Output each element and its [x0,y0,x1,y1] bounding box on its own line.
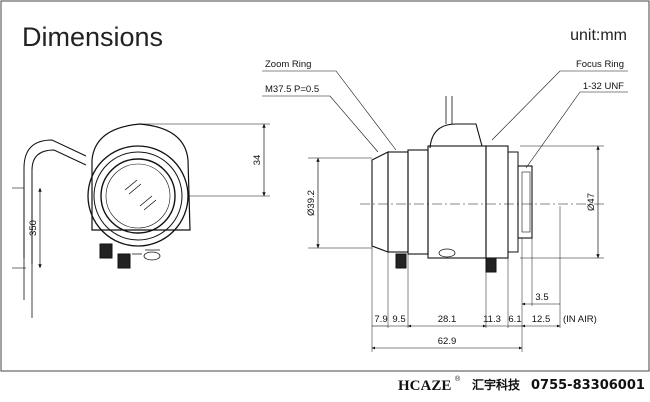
front-height-dimension: 34 [140,123,270,197]
seg-6-1-label: 6.1 [508,314,521,325]
seg-3-5-label: 3.5 [535,292,548,303]
front-height-label: 34 [252,155,263,166]
cable-dimension: 350 [12,187,42,269]
side-screw-zoom [395,253,407,269]
lens-front-ring [87,145,189,247]
lens-cable [23,139,87,258]
seg-9-5-label: 9.5 [392,314,405,325]
lens-front-thread [371,151,389,253]
drawing-border [0,0,650,372]
extension-lines [371,206,561,352]
adjust-screw-zoom [99,243,113,259]
phone-number: 0755-83306001 [531,378,645,393]
zoom-ring-body [387,151,409,253]
seg-7-9-label: 7.9 [374,314,387,325]
cable-length-label: 350 [28,220,39,236]
zoom-ring-label: Zoom Ring [265,59,311,70]
mount-label: 1-32 UNF [583,81,624,92]
seg-12-5-label: 12.5 [532,314,551,325]
front-diameter-label: Ø39.2 [306,190,317,216]
focus-ring-label: Focus Ring [576,59,624,70]
page-title: Dimensions [22,22,163,52]
unit-label: unit:mm [570,27,627,44]
front-view [23,123,191,318]
thread-label: M37.5 P=0.5 [265,84,319,95]
callouts [262,70,628,169]
diameter-dimensions: Ø39.2 Ø47 [306,145,604,259]
adjust-screw-focus [117,253,131,269]
focus-ring-body [485,145,509,259]
brand-logo: HCAZE [398,378,451,394]
lens-mount [517,165,533,239]
footer: HCAZE ® 汇宇科技 0755-83306001 [398,375,645,394]
length-dimensions [371,302,561,350]
side-view [371,96,533,273]
in-air-label: (IN AIR) [563,314,597,325]
seg-11-3-label: 11.3 [483,314,501,325]
side-screw-focus [485,257,497,273]
company-name: 汇宇科技 [472,377,521,392]
lens-body-front [91,123,191,231]
rear-diameter-label: Ø47 [586,193,597,211]
brand-reg-mark: ® [455,375,461,383]
seg-28-1-label: 28.1 [438,314,457,325]
lens-barrel [427,145,487,259]
total-length-label: 62.9 [438,336,457,347]
